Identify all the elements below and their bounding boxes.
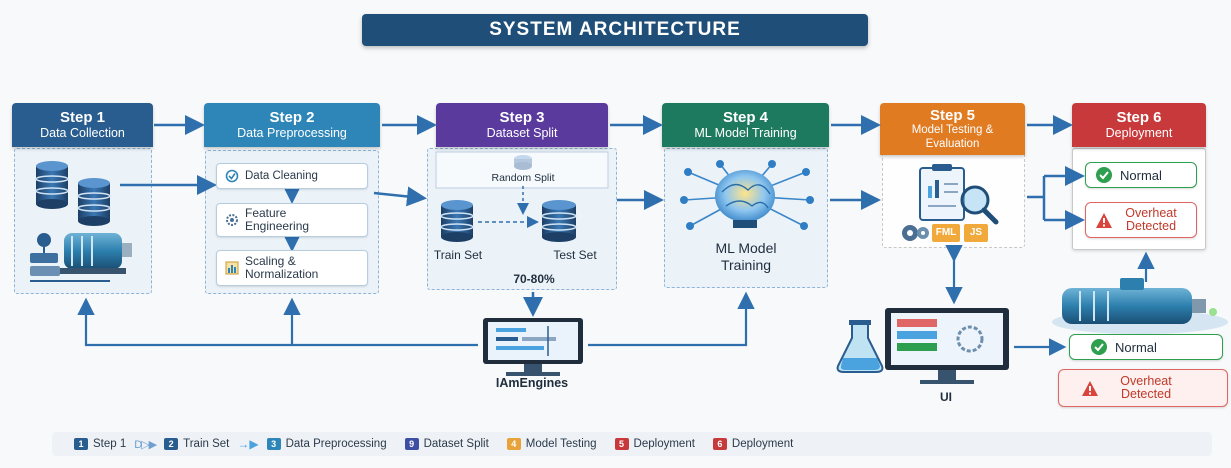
random-split-label: Random Split	[491, 172, 555, 184]
neural-network-icon	[680, 160, 814, 230]
step-title: ML Model Training	[694, 126, 797, 141]
page-title: SYSTEM ARCHITECTURE	[362, 14, 868, 46]
motor-icon	[60, 233, 132, 274]
scaling-normalization-label: Scaling & Normalization	[245, 253, 319, 281]
step-number: Step 3	[499, 109, 545, 127]
normal-label: Normal	[1115, 339, 1157, 355]
data-cleaning-label: Data Cleaning	[245, 170, 318, 182]
js-tag-label: JS	[969, 227, 983, 238]
normal-label: Normal	[1120, 167, 1162, 183]
step-5-header: Step 5 Model Testing & Evaluation	[880, 103, 1025, 155]
legend-badge: 1	[74, 438, 88, 450]
legend-badge: 3	[266, 438, 281, 450]
iamengines-computer-icon	[483, 318, 583, 376]
legend-badge: 6	[712, 438, 727, 450]
test-set-database-icon	[541, 200, 577, 242]
legend-label: Train Set	[183, 438, 230, 450]
step-2-header: Step 2 Data Preprocessing	[204, 103, 380, 147]
fml-tag	[932, 224, 960, 242]
legend-item: 9 Dataset Split	[404, 438, 489, 450]
clipboard-icon	[919, 164, 965, 221]
legend-label: Data Preprocessing	[285, 438, 387, 450]
check-icon	[1096, 167, 1112, 183]
step-number: Step 6	[1116, 109, 1162, 127]
warning-icon	[1096, 212, 1112, 228]
warning-icon	[1082, 380, 1098, 396]
step-number: Step 2	[269, 109, 315, 127]
database-icon	[77, 178, 111, 226]
train-set-label: Train Set	[433, 248, 483, 262]
deployment-normal-status: Normal	[1085, 162, 1197, 188]
legend-arrow-icon: D▷▶	[134, 438, 157, 451]
step-title: Model Testing & Evaluation	[911, 124, 994, 150]
step-title: Data Preprocessing	[237, 126, 347, 141]
legend-badge: 2	[164, 438, 179, 450]
ui-label: UI	[940, 390, 952, 404]
ui-normal-status: Normal	[1069, 334, 1223, 360]
check-icon	[1091, 339, 1107, 355]
step-4-header: Step 4 ML Model Training	[662, 103, 829, 147]
motor-icon	[1052, 278, 1228, 334]
overheat-label: Overheat Detected	[1125, 205, 1177, 233]
scaling-normalization-step: Scaling & Normalization	[216, 250, 368, 286]
legend: 1 Step 1 D▷▶ 2 Train Set →▶ 3 Data Prepr…	[52, 432, 1212, 456]
legend-item: 6 Deployment	[712, 438, 794, 450]
overheat-label: Overheat Detected	[1120, 373, 1172, 401]
feature-engineering-step: Feature Engineering	[216, 203, 368, 237]
legend-label: Model Testing	[525, 438, 597, 450]
iamengines-label: IAmEngines	[495, 376, 569, 390]
deployment-overheat-status: Overheat Detected	[1085, 202, 1197, 238]
random-split-box	[435, 151, 609, 189]
ui-computer-icon	[885, 308, 1009, 384]
legend-label: Deployment	[633, 438, 695, 450]
fml-tag-label: FML	[935, 227, 957, 238]
legend-item: 5 Deployment	[614, 438, 695, 450]
ui-overheat-status: Overheat Detected	[1058, 369, 1228, 407]
step-title: Dataset Split	[486, 126, 558, 141]
train-set-database-icon	[440, 200, 474, 242]
cleaning-icon	[225, 169, 239, 183]
magnifier-icon	[960, 185, 999, 225]
step-title: Data Collection	[40, 126, 125, 141]
legend-label: Step 1	[93, 438, 127, 450]
test-set-label: Test Set	[553, 248, 597, 262]
step-number: Step 5	[929, 107, 975, 125]
legend-badge: 9	[404, 438, 419, 450]
legend-badge: 5	[614, 438, 629, 450]
step-number: Step 1	[59, 109, 105, 127]
database-icon	[35, 161, 69, 209]
legend-item: 3 Data Preprocessing	[266, 438, 387, 450]
step-1-header: Step 1 Data Collection	[12, 103, 153, 147]
ml-model-training-label: ML Model Training	[715, 240, 777, 273]
flask-icon	[836, 320, 884, 373]
legend-arrow-icon: →▶	[237, 437, 259, 451]
gear-icon	[226, 214, 238, 226]
legend-label: Deployment	[731, 438, 794, 450]
legend-item: 4 Model Testing	[506, 438, 597, 450]
legend-item: 2 Train Set	[164, 438, 229, 450]
legend-label: Dataset Split	[423, 438, 489, 450]
step-title: Deployment	[1105, 126, 1173, 141]
legend-badge: 4	[506, 438, 521, 450]
scaling-icon	[225, 261, 239, 275]
split-ratio-label: 70-80%	[513, 272, 555, 286]
step-6-header: Step 6 Deployment	[1072, 103, 1206, 147]
step-number: Step 4	[722, 109, 768, 127]
step-3-header: Step 3 Dataset Split	[436, 103, 608, 147]
legend-item: 1 Step 1	[74, 438, 126, 450]
feature-engineering-label: Feature Engineering	[245, 205, 310, 233]
js-tag	[964, 224, 988, 242]
data-cleaning-step: Data Cleaning	[216, 163, 368, 189]
sensor-icon	[30, 233, 110, 282]
gear-icon	[902, 225, 929, 241]
